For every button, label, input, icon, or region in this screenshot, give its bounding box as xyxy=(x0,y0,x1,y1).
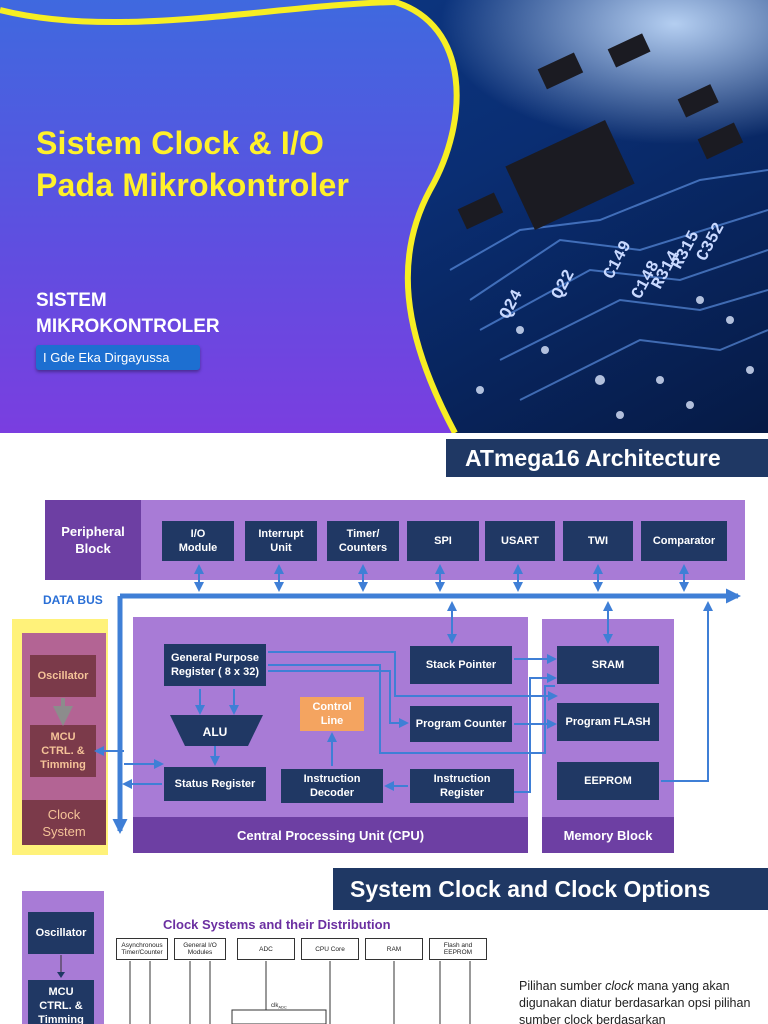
oscillator-box: Oscillator xyxy=(30,655,96,697)
twi-box: TWI xyxy=(563,521,633,561)
slide-header: System Clock and Clock Options xyxy=(333,868,768,910)
eeprom-box: EEPROM xyxy=(557,762,659,800)
author-badge: I Gde Eka Dirgayussa xyxy=(36,345,200,370)
sram-box: SRAM xyxy=(557,646,659,684)
cpu-label: Central Processing Unit (CPU) xyxy=(133,817,528,853)
mcu-line2: CTRL. & xyxy=(39,1000,83,1012)
decoder-line1: Instruction xyxy=(303,773,361,785)
text-rest: mana yang akan digunakan diatur berdasar… xyxy=(519,979,751,1024)
timer-counters-box: Timer/ Counters xyxy=(327,521,399,561)
instruction-decoder-box: Instruction Decoder xyxy=(281,769,383,803)
status-register-box: Status Register xyxy=(164,767,266,801)
interrupt-unit-box: Interrupt Unit xyxy=(245,521,317,561)
mcu-line3: Timming xyxy=(38,1014,84,1024)
adc-box: ADC xyxy=(237,938,295,960)
mcu-line3: Timming xyxy=(40,759,86,771)
async-timer-box: Asynchronous Timer/Counter xyxy=(116,938,168,960)
usart-box: USART xyxy=(485,521,555,561)
spi-box: SPI xyxy=(407,521,479,561)
text-pre: Pilihan sumber xyxy=(519,979,606,993)
control-line-box: Control Line xyxy=(300,697,364,731)
timer-counters-line2: Counters xyxy=(338,542,388,554)
architecture-slide: ATmega16 Architecture Peripheral Block I… xyxy=(0,433,768,864)
data-bus-label: DATA BUS xyxy=(43,593,103,607)
course-name-line2: MIKROKONTROLER xyxy=(36,316,220,337)
text-emphasis: clock xyxy=(605,979,634,993)
instruction-register-box: Instruction Register xyxy=(410,769,514,803)
gpr-line2: Register ( 8 x 32) xyxy=(170,666,260,678)
slide-title-line2: Pada Mikrokontroler xyxy=(36,167,350,203)
peripheral-block-label: Peripheral Block xyxy=(45,500,141,580)
mcu-line1: MCU xyxy=(50,731,76,743)
flash-eeprom-box: Flash and EEPROM xyxy=(429,938,487,960)
interrupt-unit-line2: Unit xyxy=(270,542,292,554)
title-gradient-panel xyxy=(0,0,460,433)
oscillator-to-mcu-arrow xyxy=(57,972,65,978)
async-timer-line2: Timer/Counter xyxy=(121,949,163,956)
cpu-core-box: CPU Core xyxy=(301,938,359,960)
slide-title-line1: Sistem Clock & I/O xyxy=(36,125,325,161)
oscillator-box: Oscillator xyxy=(28,912,94,954)
io-module-box: I/O Module xyxy=(162,521,234,561)
slide-header: ATmega16 Architecture xyxy=(446,439,768,477)
architecture-connections: ALU xyxy=(53,564,741,834)
comparator-box: Comparator xyxy=(641,521,727,561)
mcu-control-box: MCU CTRL. & Timming xyxy=(30,725,96,777)
program-counter-box: Program Counter xyxy=(410,706,512,742)
timer-counters-line1: Timer/ xyxy=(346,528,380,540)
title-slide: C352 R315 R314 C149 C148 Q22 Q24 Sistem … xyxy=(0,0,768,433)
general-purpose-register-box: General Purpose Register ( 8 x 32) xyxy=(164,644,266,686)
clock-label-line1: Clock xyxy=(47,806,81,822)
gpr-line1: General Purpose xyxy=(170,652,260,664)
ireg-line2: Register xyxy=(439,787,485,799)
peripheral-label-line1: Peripheral xyxy=(61,524,125,539)
flash-eeprom-line1: Flash and xyxy=(443,942,473,949)
io-module-line2: Module xyxy=(178,542,218,554)
clock-system-label: Clock System xyxy=(22,800,106,845)
control-line-line1: Control xyxy=(312,701,352,713)
async-timer-line1: Asynchronous xyxy=(121,942,163,949)
decoder-line2: Decoder xyxy=(309,787,355,799)
stack-pointer-box: Stack Pointer xyxy=(410,646,512,684)
clock-options-slide: System Clock and Clock Options Oscillato… xyxy=(0,864,768,1024)
course-name-line1: SISTEM xyxy=(36,290,107,311)
io-module-line1: I/O xyxy=(190,528,206,540)
ireg-line1: Instruction xyxy=(433,773,491,785)
mcu-line1: MCU xyxy=(48,986,74,998)
alu-label: ALU xyxy=(203,725,228,739)
interrupt-unit-line1: Interrupt xyxy=(258,528,304,540)
alu-shape xyxy=(170,715,263,746)
clock-distribution-title: Clock Systems and their Distribution xyxy=(163,917,391,932)
clock-label-line2: System xyxy=(42,823,86,839)
program-flash-box: Program FLASH xyxy=(557,703,659,741)
control-line-line2: Line xyxy=(320,715,344,727)
slide-title: Sistem Clock & I/O Pada Mikrokontroler xyxy=(36,122,349,206)
clock-description-text: Pilihan sumber clock mana yang akan digu… xyxy=(519,978,759,1024)
course-name: SISTEM MIKROKONTROLER xyxy=(36,288,220,340)
clk-adc-label: clkADC xyxy=(271,1003,287,1010)
memory-block-label: Memory Block xyxy=(542,817,674,853)
general-io-box: General I/O Modules xyxy=(174,938,226,960)
peripheral-label-line2: Block xyxy=(75,541,111,556)
flash-eeprom-line2: EEPROM xyxy=(443,949,473,956)
ram-box: RAM xyxy=(365,938,423,960)
mcu-line2: CTRL. & xyxy=(41,745,85,757)
mcu-control-box: MCU CTRL. & Timming xyxy=(28,980,94,1024)
general-io-line1: General I/O xyxy=(183,942,217,949)
clock-distribution-diagram: clkADC xyxy=(57,955,471,1024)
general-io-line2: Modules xyxy=(187,949,213,956)
